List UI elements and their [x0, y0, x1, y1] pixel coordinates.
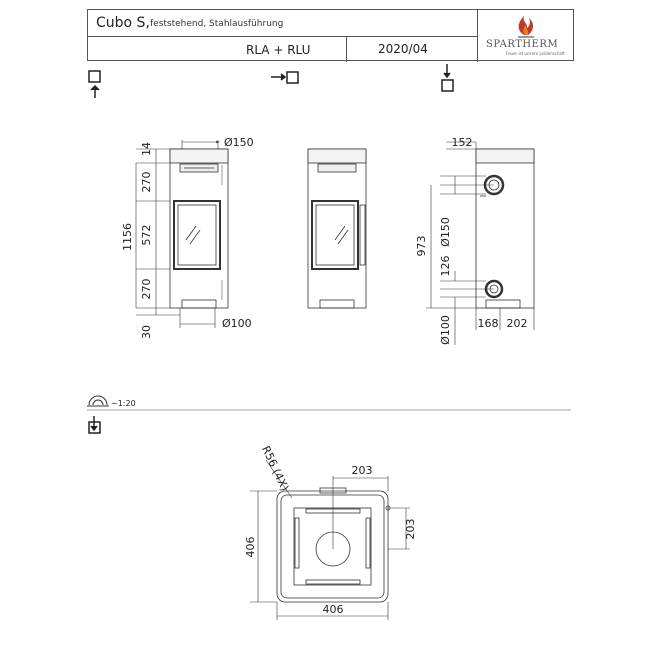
dim-plan-depth: 406 [244, 537, 257, 558]
view-top-icon [88, 416, 101, 434]
date-label: 2020/04 [378, 42, 428, 56]
dim-back-air-dia: Ø100 [439, 315, 452, 345]
front-view [169, 148, 229, 309]
dim-plan-center-x: 203 [352, 464, 373, 477]
dim-front-lower: 270 [140, 279, 153, 300]
title-block: Cubo S, feststehend, Stahlausführung RLA… [87, 9, 574, 62]
scale-label: ~1:20 [111, 399, 136, 408]
dim-front-glass: 572 [140, 225, 153, 246]
title-divider [88, 36, 478, 37]
product-subtitle: feststehend, Stahlausführung [150, 19, 284, 29]
view-front-icon [88, 70, 101, 98]
dim-front-flue: Ø150 [224, 136, 254, 149]
logo-divider [477, 10, 478, 62]
title-cell-divider [346, 36, 347, 62]
product-name: Cubo S, [96, 15, 150, 31]
dim-back-flue-height: 973 [415, 236, 428, 257]
dim-back-air-x2: 202 [507, 317, 528, 330]
dim-front-foot: 30 [140, 325, 153, 339]
view-side-icon [271, 71, 299, 84]
dim-back-air-x1: 168 [478, 317, 499, 330]
brand-logo: SPARTHERM Feuer ist unsere Leidenschaft [478, 10, 574, 62]
dim-front-top-band: 14 [140, 142, 153, 156]
side-view [307, 148, 367, 309]
view-back-icon [441, 64, 454, 92]
brand-tagline: Feuer ist unsere Leidenschaft [506, 51, 565, 56]
front-dimensions [135, 140, 220, 328]
dim-plan-width: 406 [323, 603, 344, 616]
dim-front-air: Ø100 [222, 317, 252, 330]
dim-front-upper: 270 [140, 172, 153, 193]
dim-back-air-height: 126 [439, 256, 452, 277]
flame-icon [518, 16, 534, 38]
dim-front-total-height: 1156 [121, 223, 134, 251]
scale-icon [87, 395, 109, 407]
back-view [475, 148, 535, 309]
dim-back-flue-dia: Ø150 [439, 217, 452, 247]
brand-name: SPARTHERM [486, 39, 559, 50]
dim-back-top-offset: 152 [452, 136, 473, 149]
plan-view [276, 487, 391, 603]
dim-plan-radius: R56 (4X) [259, 444, 291, 493]
dim-plan-center-y: 203 [404, 519, 417, 540]
plan-dimensions [250, 459, 410, 620]
version-label: RLA + RLU [246, 43, 311, 57]
back-dimensions [426, 141, 535, 345]
